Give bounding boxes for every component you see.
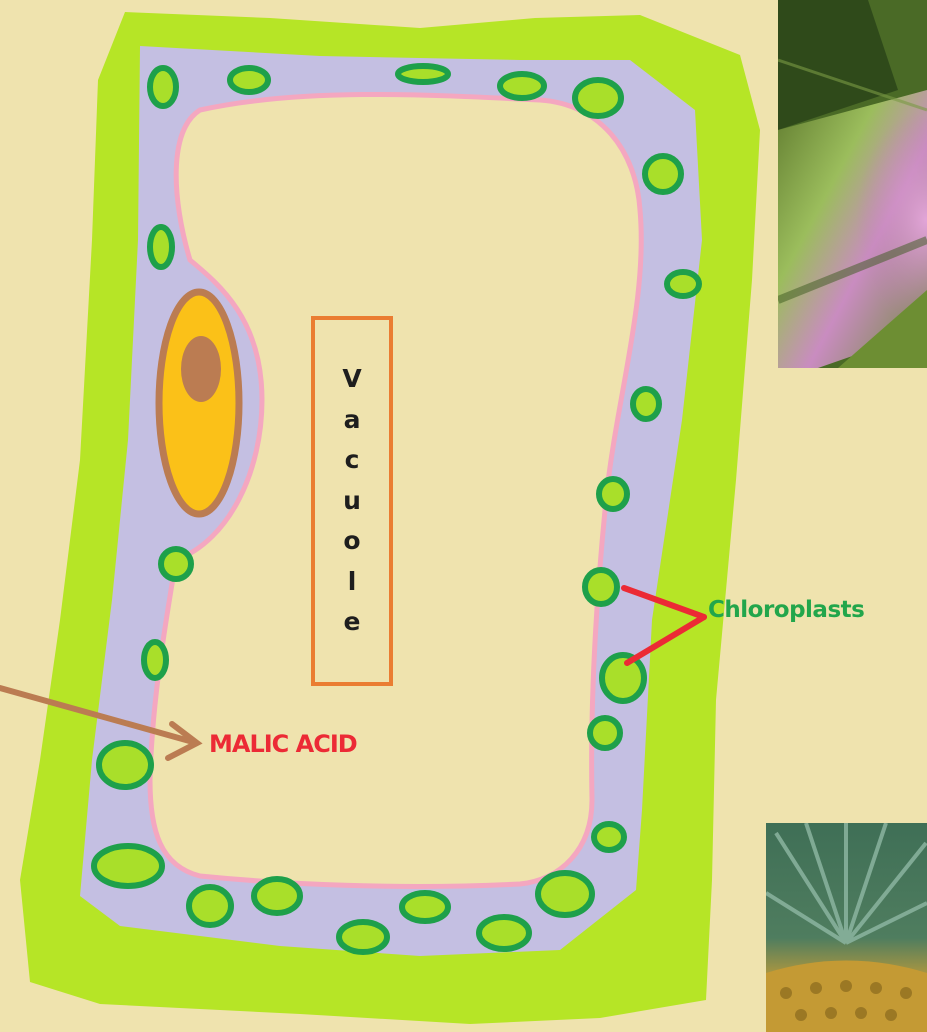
malic-acid-label: MALIC ACID (209, 730, 357, 758)
vacuole-label-letter: l (348, 562, 357, 603)
chloroplast (150, 68, 176, 106)
chloroplast (402, 893, 448, 921)
nucleus (159, 292, 239, 514)
chloroplast (602, 655, 644, 701)
chloroplast (585, 570, 617, 604)
chloroplast (594, 824, 624, 850)
vacuole-label-box: V a c u o l e (311, 316, 393, 686)
vacuole-label-letter: a (344, 400, 361, 441)
pineapple-photo (766, 823, 927, 1032)
chloroplast (94, 846, 162, 886)
chloroplast (339, 922, 387, 952)
chloroplast (230, 68, 268, 92)
chloroplast (99, 743, 151, 787)
chloroplast (538, 873, 592, 915)
chloroplast (150, 227, 172, 267)
chloroplast (599, 479, 627, 509)
vacuole-label-letter: e (344, 602, 361, 643)
chloroplast (398, 66, 448, 82)
nucleolus (181, 336, 221, 402)
chloroplast (633, 389, 659, 419)
vacuole-label-letter: o (343, 521, 360, 562)
chloroplast (479, 917, 529, 949)
chloroplast (144, 642, 166, 678)
chloroplast (189, 887, 231, 925)
vacuole-label-letter: c (345, 440, 360, 481)
chloroplast (590, 718, 620, 748)
chloroplast (500, 74, 544, 98)
chloroplast (254, 879, 300, 913)
bromeliad-leaf-photo (778, 0, 927, 368)
vacuole-label-letter: u (343, 481, 361, 522)
chloroplast (667, 272, 699, 296)
chloroplast (575, 80, 621, 116)
chloroplast (161, 549, 191, 579)
chloroplasts-label: Chloroplasts (708, 597, 864, 623)
vacuole-label-letter: V (342, 359, 361, 400)
chloroplast (645, 156, 681, 192)
